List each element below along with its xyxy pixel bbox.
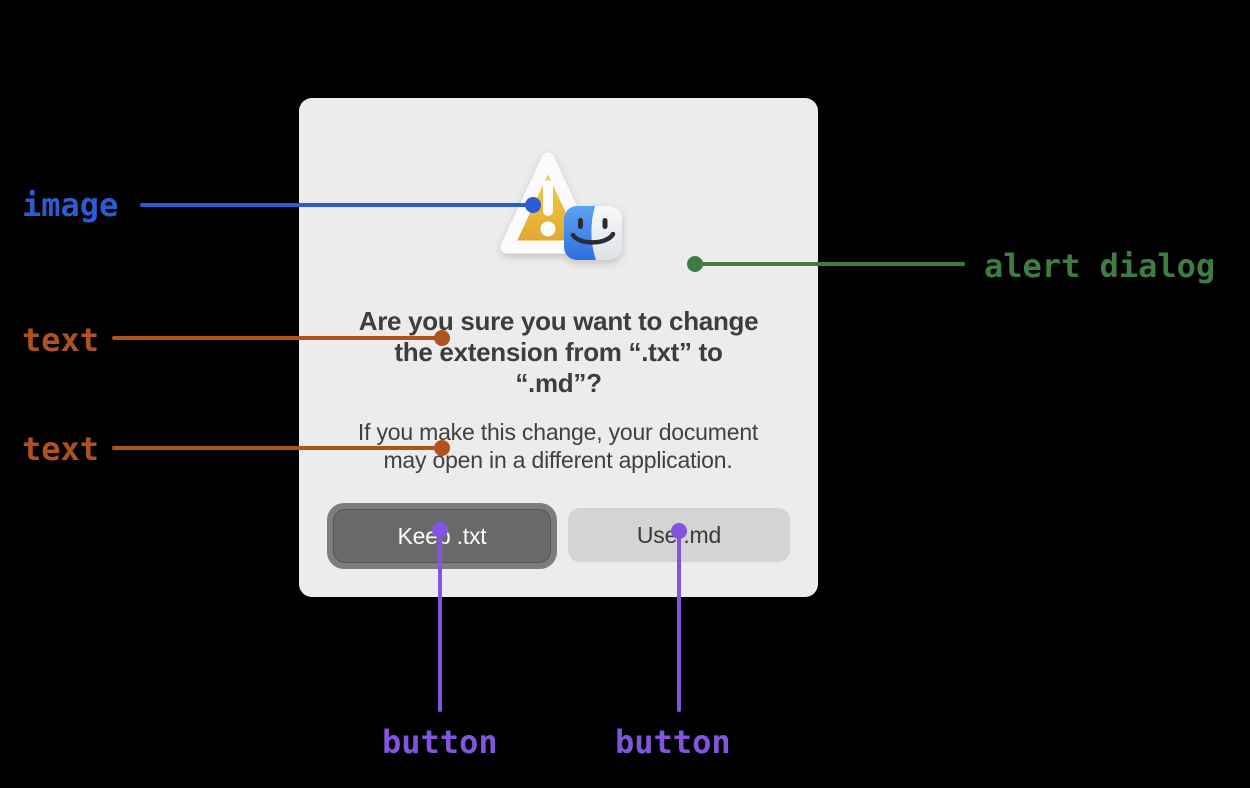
dialog-title: Are you sure you want to change the exte…: [358, 306, 759, 398]
annotation-line-image: [140, 203, 533, 207]
annotation-line-message-text: [112, 446, 442, 450]
alert-dialog: Are you sure you want to change the exte…: [299, 98, 818, 597]
annotation-label-image: image: [22, 186, 119, 224]
annotation-line-use-button: [677, 531, 681, 712]
annotation-label-use-button: button: [615, 723, 731, 761]
annotation-label-title-text: text: [22, 321, 100, 359]
annotation-label-alert-dialog: alert dialog: [984, 247, 1216, 285]
annotation-dot-keep-button: [432, 522, 448, 538]
annotation-dot-title-text: [434, 330, 450, 346]
annotation-label-keep-button: button: [382, 723, 498, 761]
annotation-dot-message-text: [434, 440, 450, 456]
annotation-line-keep-button: [438, 530, 442, 712]
annotation-dot-alert-dialog: [687, 256, 703, 272]
finder-badge-icon: [564, 206, 622, 260]
annotation-line-alert-dialog: [695, 262, 965, 266]
annotation-label-message-text: text: [22, 430, 100, 468]
annotation-dot-image: [525, 197, 541, 213]
warning-finder-icon: [500, 152, 622, 260]
annotation-line-title-text: [112, 336, 442, 340]
annotation-dot-use-button: [671, 523, 687, 539]
